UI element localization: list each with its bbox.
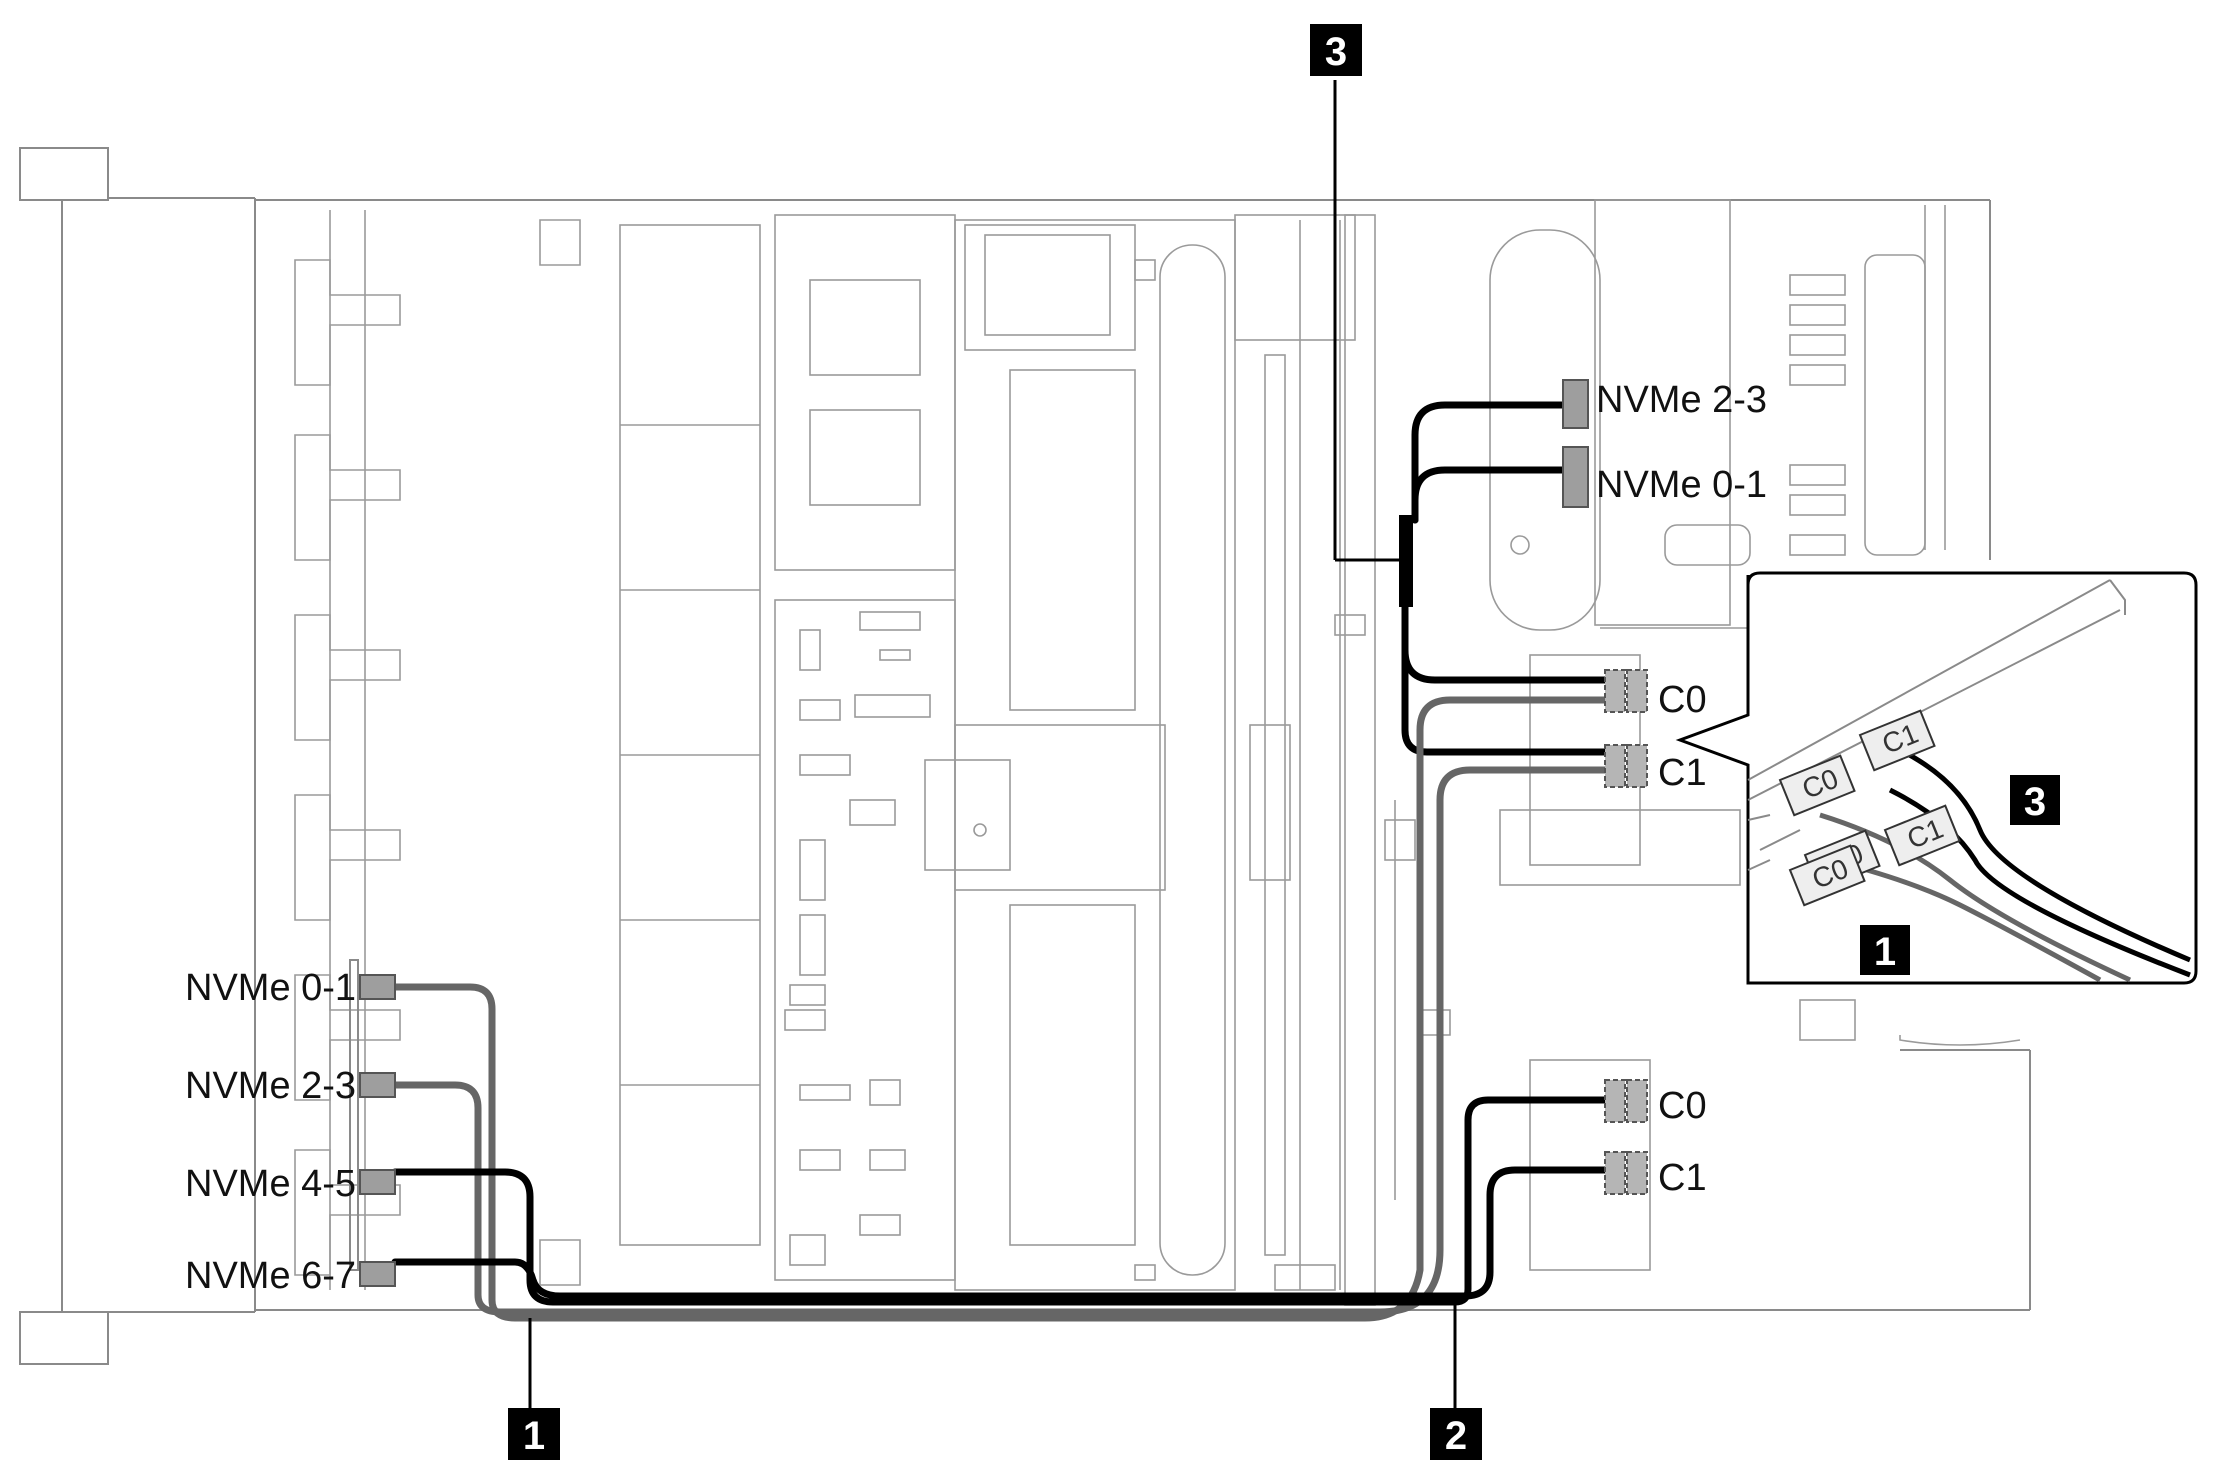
svg-text:1: 1 xyxy=(523,1414,545,1458)
zoom-badge-1: 1 xyxy=(1860,925,1910,975)
card-top-c1-label: C1 xyxy=(1658,752,1707,794)
riser-label-nvme-0-1: NVMe 0-1 xyxy=(1596,464,1767,506)
cable-3 xyxy=(1333,80,1609,756)
cable-1 xyxy=(391,696,1609,1410)
zoom-inset: C1 C0 C1 C0 C0 3 1 xyxy=(1675,571,2198,985)
cable-2 xyxy=(391,1096,1609,1410)
psu-area xyxy=(1334,214,1451,1306)
svg-text:3: 3 xyxy=(1325,30,1347,74)
callout-badge-2: 2 xyxy=(1430,1408,1482,1460)
cpu-dimm-block xyxy=(924,214,1356,1291)
drive-backplane xyxy=(349,959,359,1271)
zoom-badge-3: 3 xyxy=(2010,775,2060,825)
svg-text:1: 1 xyxy=(1874,930,1896,974)
connectors xyxy=(359,379,1648,1287)
fan-area xyxy=(294,210,761,1290)
backplane-label-nvme-6-7: NVMe 6-7 xyxy=(185,1255,356,1297)
callout-badge-3: 3 xyxy=(1310,24,1362,76)
backplane-label-nvme-2-3: NVMe 2-3 xyxy=(185,1065,356,1107)
callout-badge-1: 1 xyxy=(508,1408,560,1460)
svg-text:3: 3 xyxy=(2024,780,2046,824)
svg-text:2: 2 xyxy=(1445,1414,1467,1458)
riser-label-nvme-2-3: NVMe 2-3 xyxy=(1596,379,1767,421)
card-bottom-c1-label: C1 xyxy=(1658,1157,1707,1199)
card-bottom-c0-label: C0 xyxy=(1658,1085,1707,1127)
backplane-label-nvme-4-5: NVMe 4-5 xyxy=(185,1163,356,1205)
backplane-label-nvme-0-1: NVMe 0-1 xyxy=(185,967,356,1009)
card-top-c0-label: C0 xyxy=(1658,679,1707,721)
riser-cage xyxy=(1489,199,1946,631)
system-board xyxy=(774,214,956,1281)
